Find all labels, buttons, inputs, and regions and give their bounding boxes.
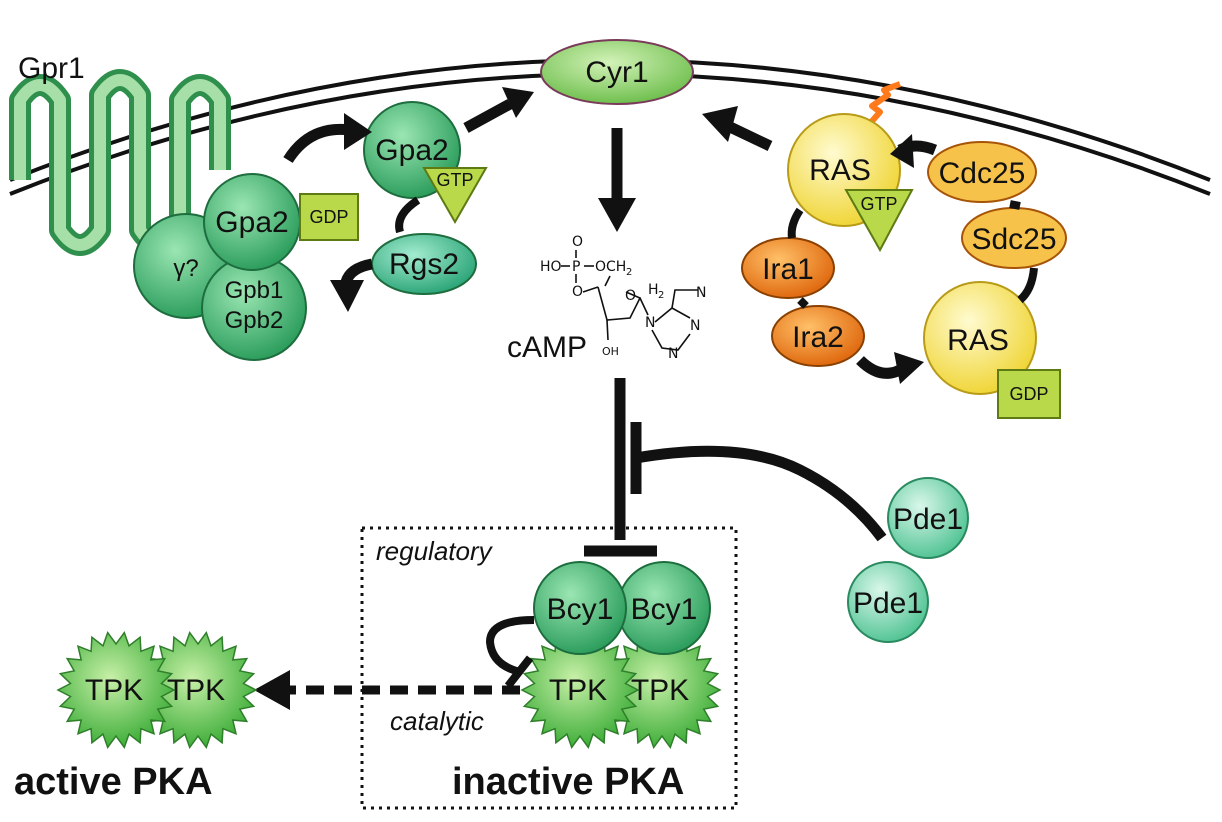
camp-o-left: O [572,284,583,300]
tpk-active-b: TPK [138,631,258,749]
camp-ring-o: O [625,288,636,304]
bcy1-b-label: Bcy1 [631,593,698,626]
gpb2-label: Gpb2 [225,307,284,334]
ira2-label: Ira2 [792,321,844,354]
gtp-tag-ras-label: GTP [860,194,897,214]
cdc25-label: Cdc25 [939,157,1026,190]
inactive-pka-label: inactive PKA [452,761,684,803]
bcy1-a: Bcy1 [533,561,627,655]
ira2: Ira2 [771,305,865,367]
camp-nh2: H [648,282,659,298]
pde1-b-label: Pde1 [853,587,923,620]
ira1: Ira1 [741,237,835,299]
camp-nh2-sub: 2 [658,290,664,301]
gdp-tag-ras [997,369,1061,419]
pde1-a: Pde1 [887,477,969,559]
ras-gdp: RAS GDP [923,281,1061,419]
pde1-b: Pde1 [847,561,929,643]
camp-molecule: O HO P OCH 2 O O H 2 N N N N OH cAMP [507,234,706,364]
pka-release-arrow [254,670,520,710]
gpb1-label: Gpb1 [225,277,284,304]
gpa2-inactive-label: Gpa2 [215,206,288,239]
bcy1-b: Bcy1 [617,561,711,655]
gtp-tag-gpa2-label: GTP [436,170,473,190]
camp-n1: N [645,315,655,331]
tpk-inactive-a-label: TPK [549,674,607,707]
tpk-active-b-label: TPK [167,674,225,707]
gtp-tag-gpa2 [422,167,488,225]
tpk-inactive-b-label: TPK [631,674,689,707]
tpk-inactive-b: TPK [602,631,722,749]
gdp-tag-ras-label: GDP [1009,384,1048,404]
ras-lipid-anchor [863,81,902,130]
regulatory-label: regulatory [376,536,494,566]
active-pka-label: active PKA [14,761,213,803]
cyr1-label: Cyr1 [585,56,648,89]
pde1-inhibition [630,422,887,542]
gpr1-receptor: Gpr1 [9,52,231,256]
sdc25: Sdc25 [961,207,1067,269]
bcy1-tpk-inhibition [485,616,535,689]
gtp-tag-ras [844,189,914,253]
camp-ho: HO [540,259,562,275]
gpa2-active-label: Gpa2 [375,134,448,167]
gdp-tag-gpa2-label: GDP [309,207,348,227]
pde1-a-label: Pde1 [893,503,963,536]
sdc25-label: Sdc25 [971,223,1056,256]
camp-n2: N [690,318,700,334]
gpa2-gdp-complex: γ? Gpb1 Gpb2 Gpa2 GDP [133,173,359,361]
tpk-active-a-label: TPK [85,674,143,707]
tpk-inactive-a: TPK [520,631,640,749]
cdc25: Cdc25 [927,141,1037,203]
rgs2: Rgs2 [371,233,477,295]
camp-label: cAMP [507,331,587,364]
camp-n3: N [668,346,678,362]
catalytic-label: catalytic [390,706,484,736]
rgs2-label: Rgs2 [389,248,459,281]
ira1-label: Ira1 [762,253,814,286]
gpa2-gtp: Gpa2 GTP [363,101,488,225]
ras-gtp: RAS GTP [787,81,914,253]
camp-o-top: O [572,234,583,250]
gamma-label: γ? [173,255,198,282]
ras-cycle-arrows [702,106,1038,384]
camp-och2: OCH [595,259,626,275]
camp-och2-sub: 2 [626,267,632,278]
gpr1-label: Gpr1 [18,52,85,85]
gdp-tag-gpa2 [299,193,359,241]
ras-gdp-label: RAS [947,324,1009,357]
camp-n-side: N [696,285,706,301]
cyr1-adenylate-cyclase: Cyr1 [540,39,694,105]
tpk-active-a: TPK [56,631,176,749]
camp-bcy1-inhibition [584,378,657,557]
bcy1-a-label: Bcy1 [547,593,614,626]
camp-oh: OH [602,345,619,358]
ras-gtp-label: RAS [809,154,871,187]
gpa2-cycle-arrows [283,87,534,312]
camp-p: P [572,259,580,275]
cyr1-to-camp-arrow [598,128,636,232]
inactive-pka-box: regulatory catalytic inactive PKA [360,526,738,810]
